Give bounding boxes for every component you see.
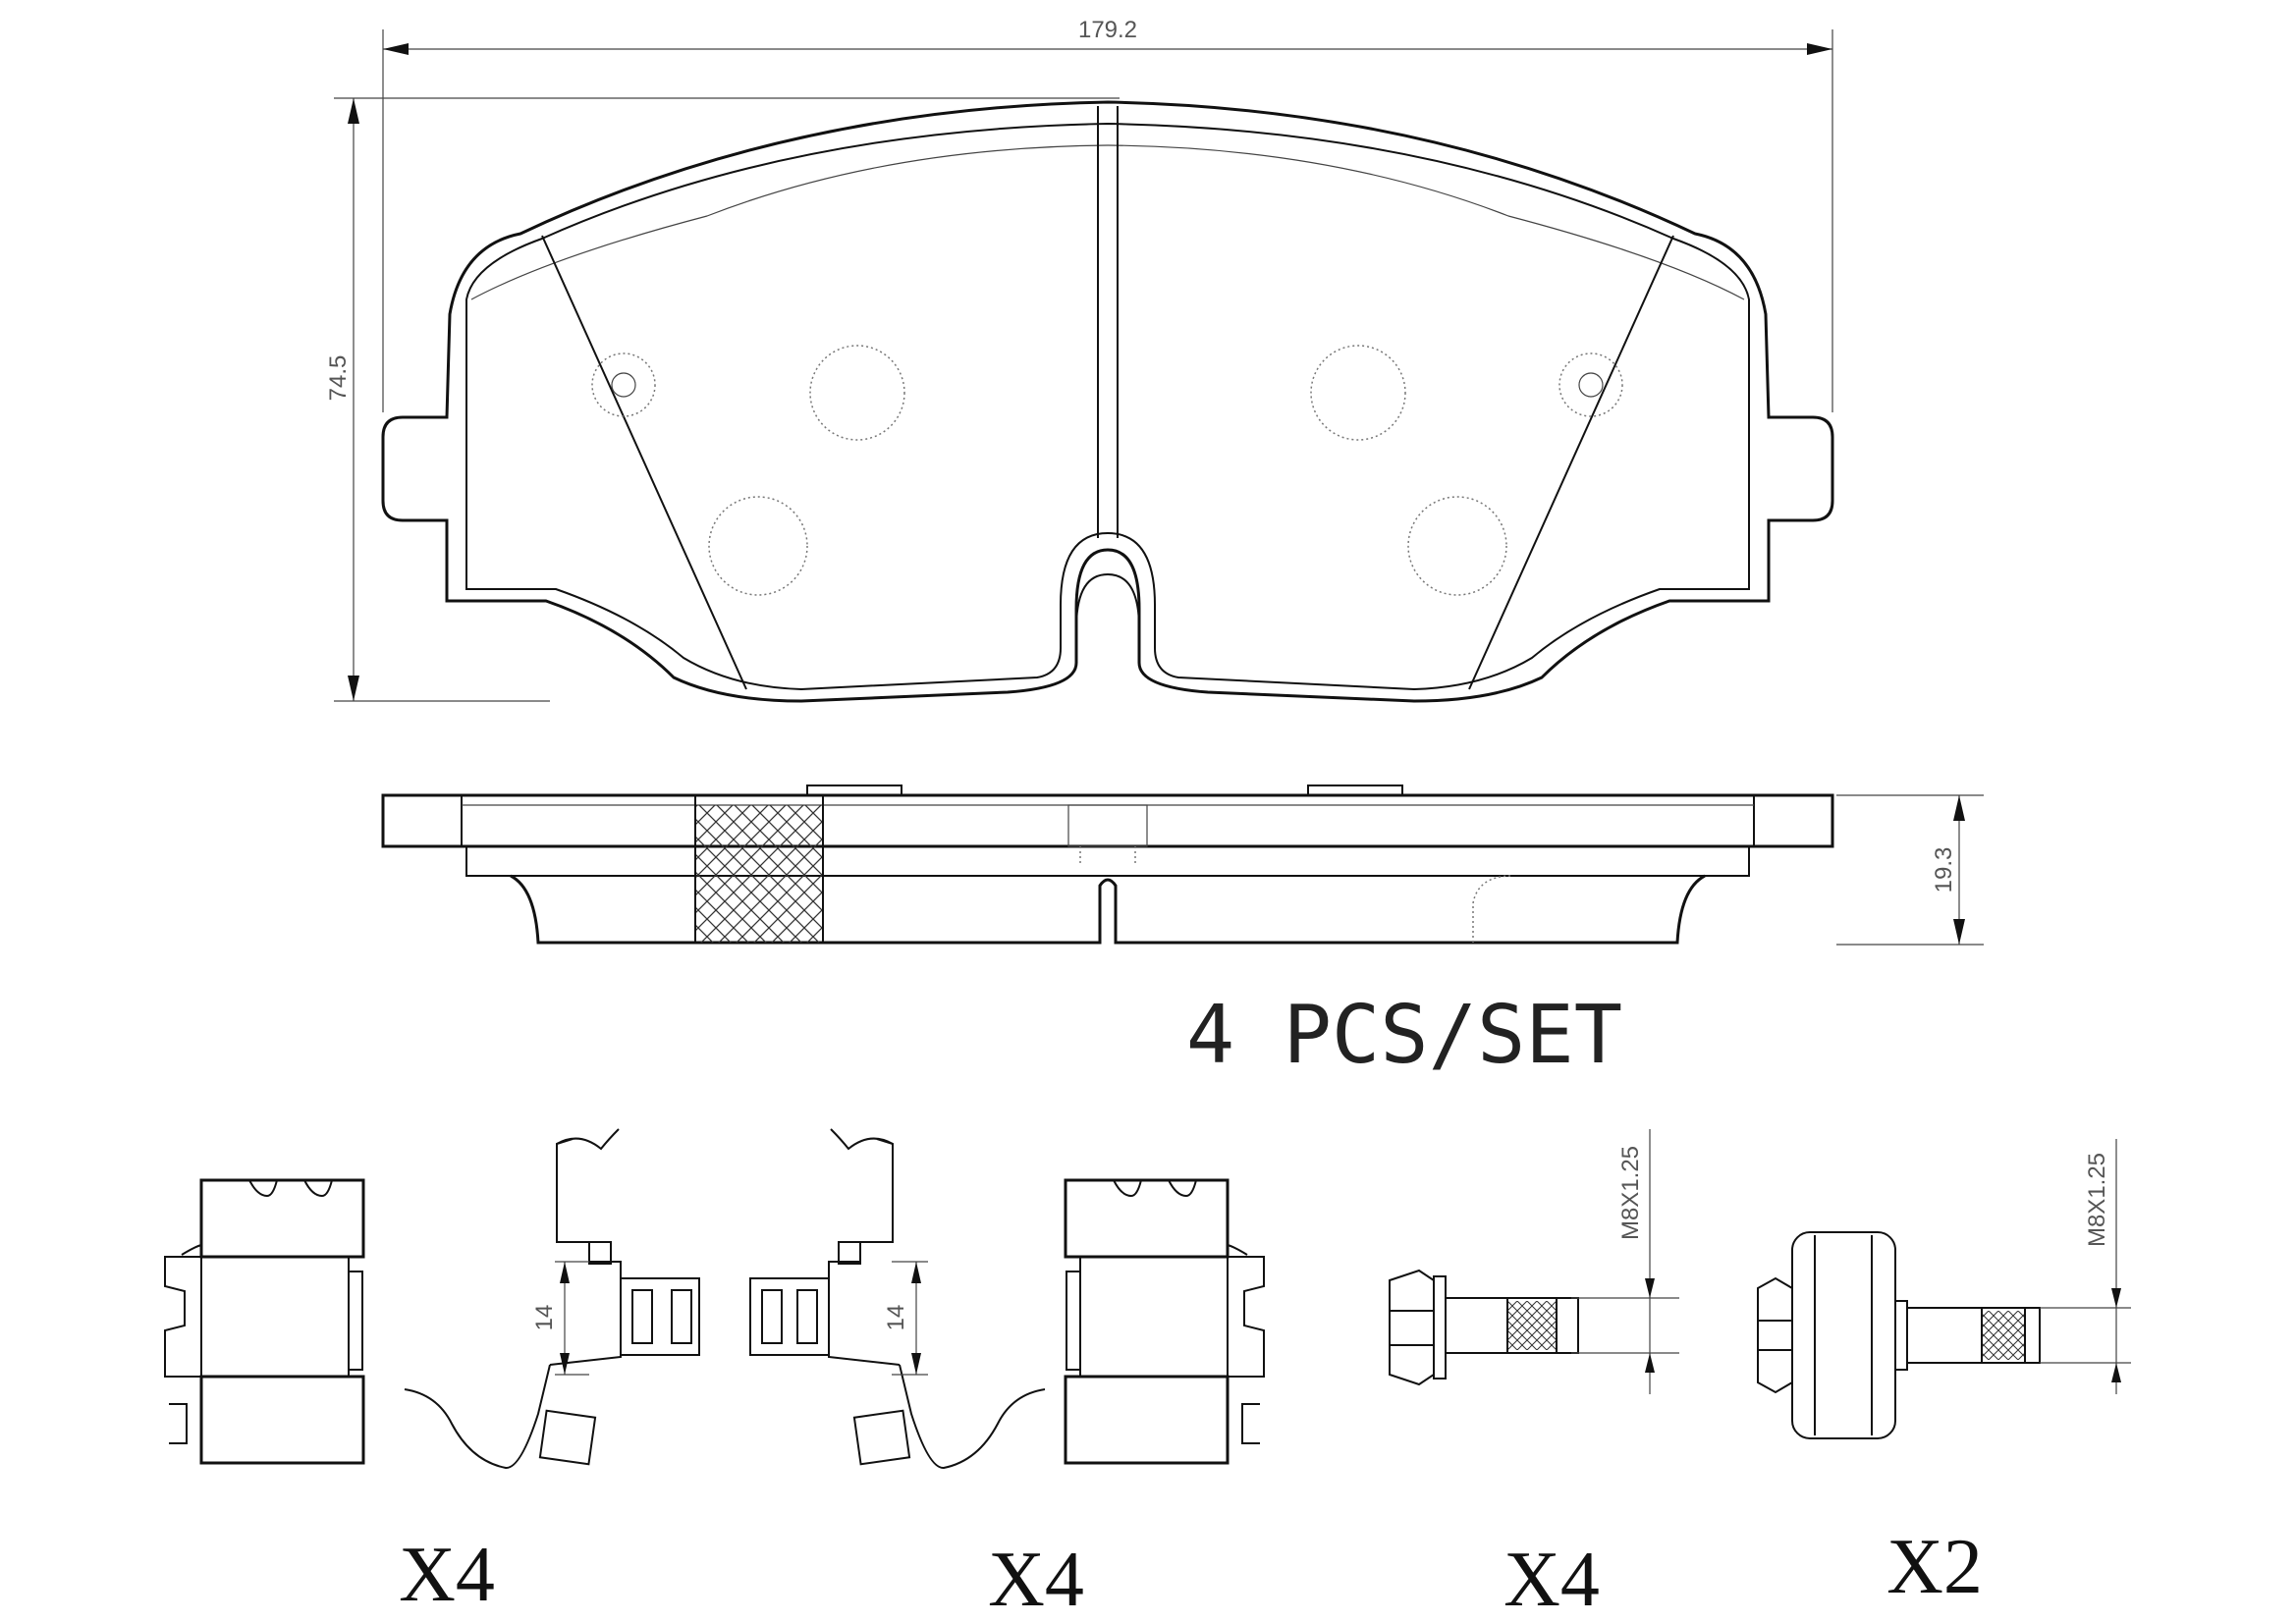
piston-circle-3 (708, 496, 808, 596)
guide-part-right (1064, 1178, 1265, 1465)
width-dimension-label: 179.2 (1078, 17, 1137, 43)
width-dimension: 179.2 (382, 17, 1833, 412)
backing-plate-side (381, 793, 1834, 848)
pad-side-view: 19.3 (381, 784, 1984, 946)
qty-clip-pair: X4 (988, 1537, 1084, 1623)
piston-circle-2 (1310, 345, 1406, 441)
bolt-sleeve-thread-label: M8X1.25 (2084, 1153, 2110, 1247)
piston-circle-1 (809, 345, 905, 441)
height-dimension: 74.5 (325, 97, 1120, 702)
qty-bolt: X4 (1503, 1537, 1600, 1623)
bolt-thread-label: M8X1.25 (1617, 1146, 1644, 1240)
hatched-section (695, 805, 823, 943)
thickness-dimension-label: 19.3 (1931, 847, 1957, 893)
qty-bolt-sleeve: X2 (1886, 1524, 1983, 1610)
friction-material-outline (465, 122, 1750, 691)
chamfer-left (541, 235, 747, 690)
chamfer-right (1468, 235, 1674, 690)
height-dimension-label: 74.5 (325, 355, 352, 402)
hole-left-outer (591, 352, 656, 417)
hole-right-outer (1558, 352, 1623, 417)
hole-right-inner (1578, 372, 1604, 398)
clip-left-dimension-label: 14 (531, 1305, 558, 1331)
clip-left: 14 (404, 1128, 700, 1469)
piston-circle-4 (1407, 496, 1507, 596)
center-notch (1075, 572, 1140, 629)
hole-left-inner (611, 372, 636, 398)
clip-right-dimension-label: 14 (883, 1305, 909, 1331)
clip-right: 14 (749, 1128, 1046, 1469)
guide-part-left (164, 1178, 365, 1465)
underlayer-side (465, 845, 1750, 877)
qty-guide-left: X4 (399, 1532, 495, 1618)
friction-block-side (510, 874, 1706, 945)
wear-line (470, 144, 1745, 300)
backing-plate-outline (381, 100, 1834, 703)
bolt: M8X1.25 (1389, 1129, 1679, 1394)
pad-top-view: 179.2 74.5 (325, 17, 1834, 703)
thickness-dimension: 19.3 (1836, 794, 1984, 946)
set-label: 4 PCS/SET (1186, 989, 1622, 1082)
bolt-with-sleeve: M8X1.25 (1757, 1139, 2131, 1439)
